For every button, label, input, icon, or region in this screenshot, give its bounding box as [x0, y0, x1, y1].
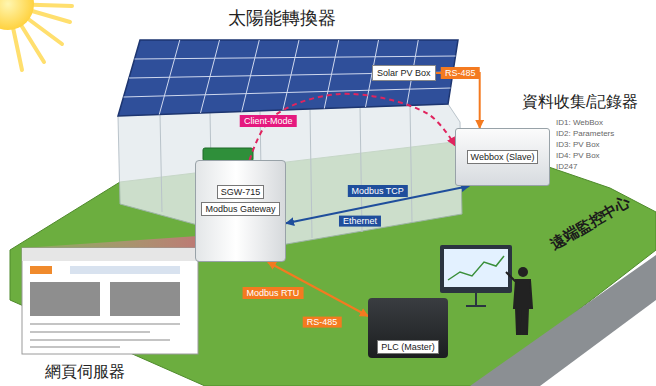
edge-label: RS-485 [441, 67, 480, 79]
web-text-lines [30, 324, 180, 347]
web-panel [110, 282, 180, 316]
edge-label: Modbus TCP [347, 185, 407, 197]
web-heading [70, 266, 180, 274]
panel-grid [124, 40, 456, 115]
caption-label: ID2: Parameters [556, 129, 614, 139]
caption-label: 網頁伺服器 [45, 362, 125, 381]
monitor-stand [466, 293, 486, 306]
caption-label: Ethernet [339, 216, 381, 227]
caption-label: ID4: PV Box [556, 151, 600, 161]
rs485-link [436, 73, 480, 128]
web-screenshot [22, 248, 198, 354]
screen-chart [448, 256, 504, 280]
webbox-device: Webbox (Slave) [455, 128, 550, 186]
monitor-screen [444, 249, 508, 287]
web-panel [30, 282, 100, 316]
greenhouse [118, 104, 462, 246]
person [506, 272, 532, 334]
pv-box-label: Solar PV Box [372, 65, 436, 81]
node-text: Solar PV Box [377, 67, 431, 79]
person-head [518, 267, 528, 277]
caption-label: 太陽能轉換器 [228, 8, 336, 30]
node-text: Webbox (Slave) [467, 150, 539, 164]
sun [0, 0, 34, 30]
gateway-device: SGW-715Modbus Gateway [195, 160, 286, 262]
caption-label: RS-485 [303, 317, 342, 328]
node-text: Modbus Gateway [201, 202, 279, 216]
caption-label: ID1: WebBox [556, 118, 603, 128]
monitor [440, 245, 512, 293]
zoom-fan [22, 236, 198, 354]
web-logo [30, 266, 52, 274]
caption-label: 資料收集/記錄器 [522, 92, 638, 111]
edge-label: Client-Mode [240, 115, 297, 127]
edge-label: Modbus RTU [242, 287, 303, 299]
caption-label: ID247 [556, 162, 577, 172]
node-text: PLC (Master) [377, 340, 439, 354]
plc-device: PLC (Master) [368, 298, 448, 358]
caption-label: ID3: PV Box [556, 140, 600, 150]
node-text: SGW-715 [217, 185, 264, 199]
caption-label: 遠端監控中心 [547, 193, 634, 254]
browser-bar [22, 248, 198, 261]
